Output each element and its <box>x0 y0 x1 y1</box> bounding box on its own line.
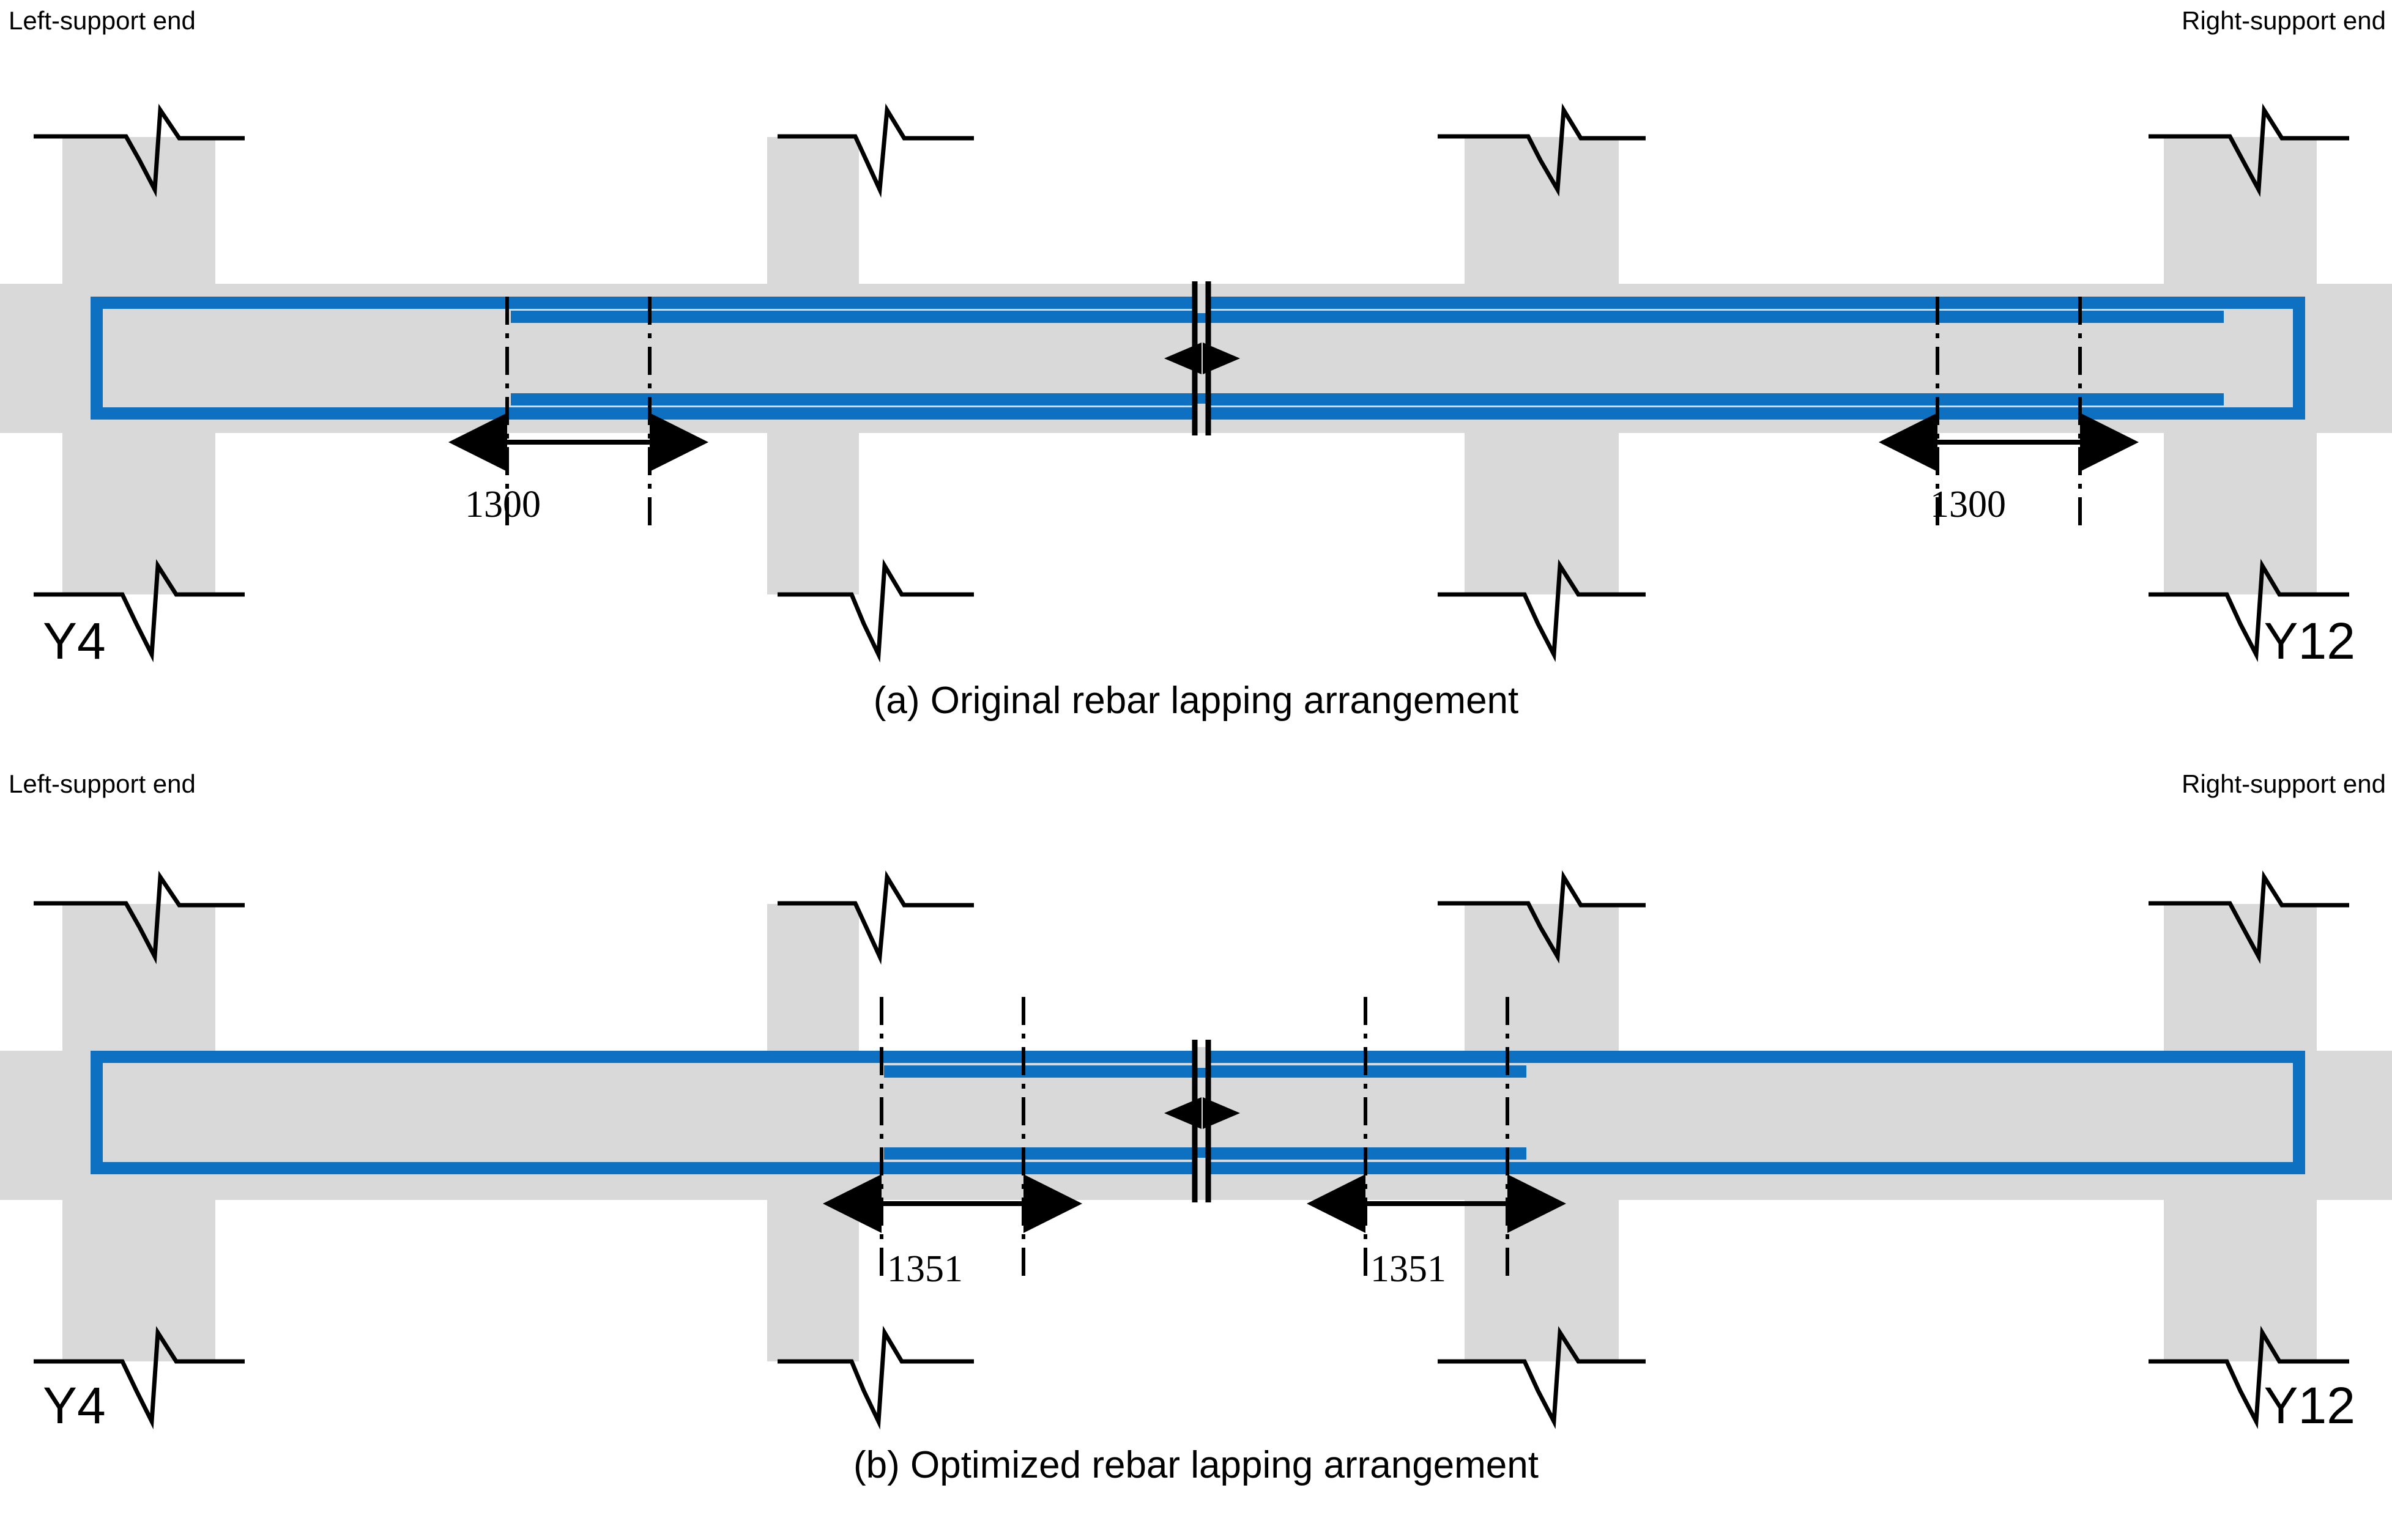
panel-a-lap-dimension-right: 1300 <box>1930 484 2006 525</box>
break-symbol-icon <box>2149 1325 2349 1429</box>
panel-b-grid-label-right: Y12 <box>2264 1377 2355 1434</box>
column-b-2 <box>767 904 859 1361</box>
break-symbol-icon <box>1438 559 1646 662</box>
break-bowtie-icon <box>1164 1097 1202 1129</box>
panel-b-lap-left <box>823 997 1082 1284</box>
column-a-4 <box>2164 137 2317 594</box>
column-b-3 <box>1465 904 1619 1361</box>
panel-a-column-bottom-breaks <box>34 558 2349 663</box>
column-a-3 <box>1465 137 1619 594</box>
panel-b-column-top-breaks <box>34 870 2349 965</box>
panel-a <box>0 103 2392 663</box>
break-symbol-icon <box>778 1325 974 1430</box>
panel-a-center-break <box>1164 281 1240 435</box>
panel-b-lap-dimension-right: 1351 <box>1370 1248 1446 1290</box>
rebar-lap-bottom-left <box>511 393 2224 405</box>
rebar-right-hook-bottom <box>2293 339 2305 420</box>
break-symbol-icon <box>2149 103 2349 198</box>
column-a-2 <box>767 137 859 594</box>
panel-b-lap-right <box>1307 997 1566 1284</box>
panel-b-column-bottom-breaks <box>34 1325 2349 1430</box>
break-symbol-icon <box>778 103 974 198</box>
break-symbol-icon <box>34 1326 245 1430</box>
break-bowtie-icon <box>1203 1097 1240 1129</box>
break-symbol-icon <box>1438 870 1646 964</box>
panel-a-right-support-label: Right-support end <box>2182 6 2386 35</box>
break-symbol-icon <box>34 559 245 663</box>
rebar-right-hook-bottom <box>2293 1092 2305 1174</box>
break-bowtie-icon <box>1203 342 1240 374</box>
panel-a-column-top-breaks <box>34 103 2349 198</box>
panel-b-right-support-label: Right-support end <box>2182 769 2386 798</box>
column-a-1 <box>62 137 215 594</box>
break-symbol-icon <box>778 558 974 663</box>
rebar-left-hook-bottom <box>91 339 103 420</box>
panel-a-caption: (a) Original rebar lapping arrangement <box>873 679 1519 722</box>
break-symbol-icon <box>34 870 245 964</box>
column-b-4 <box>2164 904 2317 1361</box>
panel-a-lap-dimension-left: 1300 <box>465 484 541 525</box>
panel-b-lap-dimension-left: 1351 <box>887 1248 963 1290</box>
panel-a-grid-label-left: Y4 <box>43 612 106 670</box>
break-bowtie-icon <box>1164 342 1202 374</box>
column-b-1 <box>62 904 215 1361</box>
break-symbol-icon <box>2149 558 2349 662</box>
panel-b-rebar <box>91 1047 2305 1179</box>
panel-b-caption: (b) Optimized rebar lapping arrangement <box>853 1444 1539 1486</box>
panel-b-left-support-label: Left-support end <box>9 769 196 798</box>
panel-a-rebar <box>91 292 2305 424</box>
break-symbol-icon <box>1438 103 1646 197</box>
panel-b <box>0 870 2392 1430</box>
break-symbol-icon <box>778 870 974 965</box>
break-symbol-icon <box>1438 1326 1646 1429</box>
break-symbol-icon <box>34 103 245 198</box>
panel-a-left-support-label: Left-support end <box>9 6 196 35</box>
panel-b-center-break <box>1164 1040 1240 1202</box>
panel-a-lap-left <box>448 297 708 532</box>
panel-b-grid-label-left: Y4 <box>43 1377 106 1434</box>
panel-a-lap-right <box>1879 297 2139 532</box>
break-symbol-icon <box>2149 870 2349 964</box>
rebar-lap-top-left <box>511 311 2224 323</box>
rebar-left-hook-bottom <box>91 1092 103 1174</box>
panel-a-grid-label-right: Y12 <box>2264 612 2355 670</box>
